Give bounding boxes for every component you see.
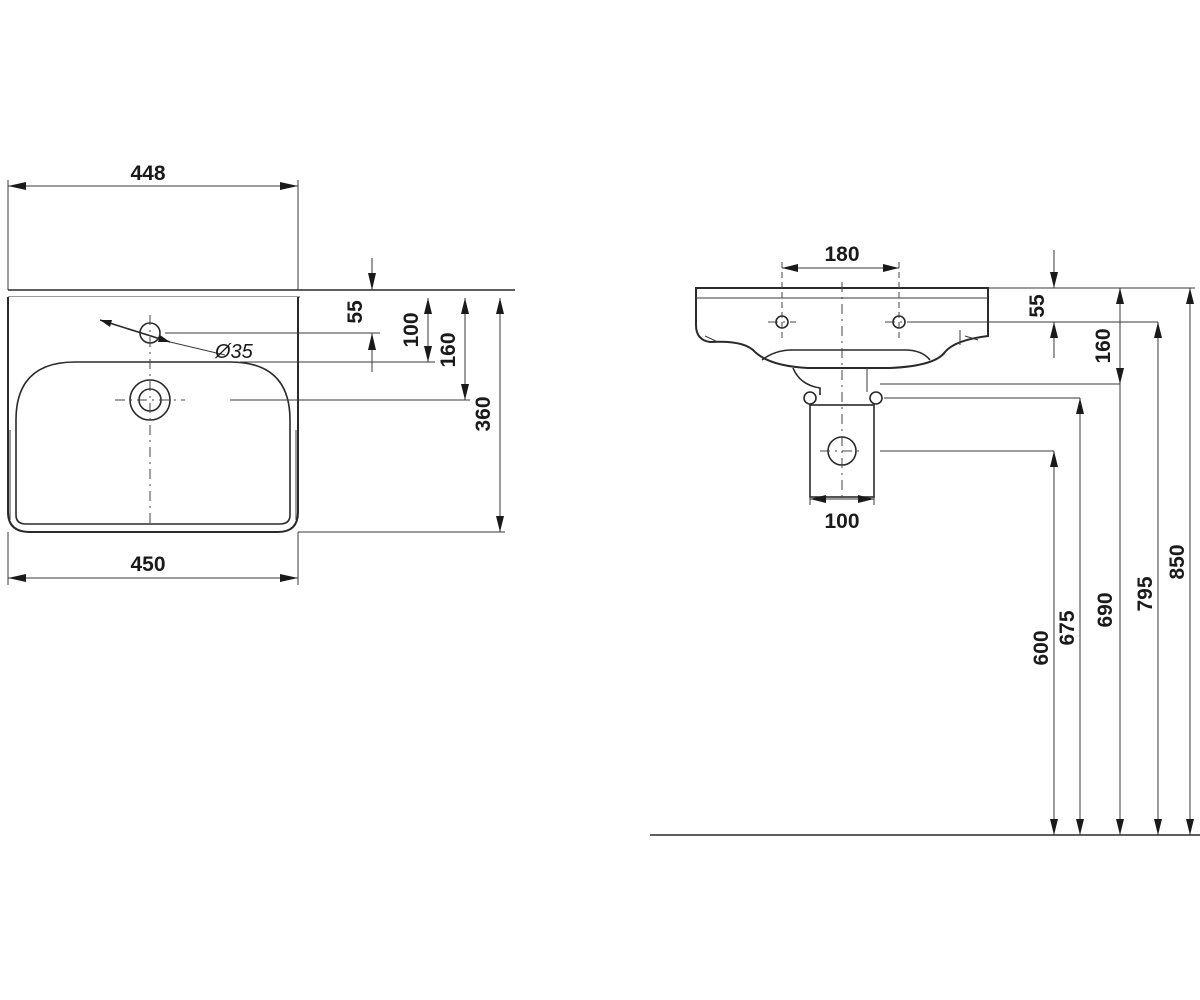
tap-hole-leader xyxy=(99,319,171,343)
fixing-bolt-left xyxy=(803,391,817,405)
dim-850-label: 850 xyxy=(1166,544,1189,579)
dim-55-label: 55 xyxy=(344,300,367,324)
dim-360-arrow-bottom xyxy=(496,516,504,532)
dim-160-arrow-top xyxy=(461,298,469,314)
dim-600-label: 600 xyxy=(1030,630,1053,665)
elev-dim-160-arrow-bottom xyxy=(1116,368,1124,384)
dim-100-label: 100 xyxy=(400,312,423,347)
dim-180-arrow-left xyxy=(782,264,798,272)
dim-trap-arrow-right xyxy=(858,495,874,503)
plan-view: Ø35 448 450 55 10 xyxy=(7,162,515,585)
tap-hole-leader-tail xyxy=(169,341,226,356)
dim-690-arrow-bottom xyxy=(1116,819,1124,835)
waste-neck xyxy=(792,367,821,395)
dim-795-arrow-bottom xyxy=(1154,819,1162,835)
basin-left-foot xyxy=(704,335,719,343)
dim-448-arrow-right xyxy=(280,182,298,190)
elev-dim-55-arrow-bottom xyxy=(1050,322,1058,338)
elev-dim-55-arrow-top xyxy=(1050,272,1058,288)
dim-180-arrow-right xyxy=(883,264,899,272)
dim-675-label: 675 xyxy=(1056,610,1079,645)
dim-160-label: 160 xyxy=(437,332,460,367)
dim-trap-arrow-left xyxy=(810,495,826,503)
dim-850-arrow-top xyxy=(1186,288,1194,304)
dim-795-label: 795 xyxy=(1134,576,1157,611)
dim-675-arrow-top xyxy=(1076,398,1084,414)
dim-690-label: 690 xyxy=(1094,592,1117,627)
basin-outline xyxy=(7,297,299,533)
dim-795-arrow-top xyxy=(1154,322,1162,338)
elev-dim-160-arrow-top xyxy=(1116,288,1124,304)
dim-600-arrow-bottom xyxy=(1050,819,1058,835)
tap-hole-diameter-label: Ø35 xyxy=(214,341,254,363)
basin-right-foot xyxy=(964,335,979,341)
dim-450-arrow-left xyxy=(8,574,26,582)
dim-55-arrow-top xyxy=(368,273,376,290)
dim-600-arrow-top xyxy=(1050,451,1058,467)
dim-675-arrow-bottom xyxy=(1076,819,1084,835)
elev-dim-55-label: 55 xyxy=(1026,294,1049,318)
dim-trap-label: 100 xyxy=(824,510,859,533)
dim-360-arrow-top xyxy=(496,298,504,314)
elevation-view: 180 100 55 160 600 675 xyxy=(650,243,1200,836)
tap-hole-leader-arrow-1 xyxy=(100,320,112,327)
elev-dim-160-label: 160 xyxy=(1092,328,1115,363)
basin-bowl xyxy=(15,361,291,525)
dim-450-label: 450 xyxy=(130,553,165,576)
dim-180-label: 180 xyxy=(824,243,859,266)
dim-448-arrow-left xyxy=(8,182,26,190)
dim-360-label: 360 xyxy=(472,396,495,431)
dim-448-label: 448 xyxy=(130,162,165,185)
dim-450-arrow-right xyxy=(280,574,298,582)
tap-hole-leader-arrow-2 xyxy=(158,335,170,342)
dim-100-arrow-top xyxy=(424,298,432,314)
fixing-bolt-right xyxy=(869,391,883,405)
dim-160-arrow-bottom xyxy=(461,384,469,400)
dim-100-arrow-bottom xyxy=(424,346,432,362)
dim-55-arrow-bottom xyxy=(368,333,376,350)
basin-bowl-curve xyxy=(761,349,931,361)
dim-850-arrow-bottom xyxy=(1186,819,1194,835)
